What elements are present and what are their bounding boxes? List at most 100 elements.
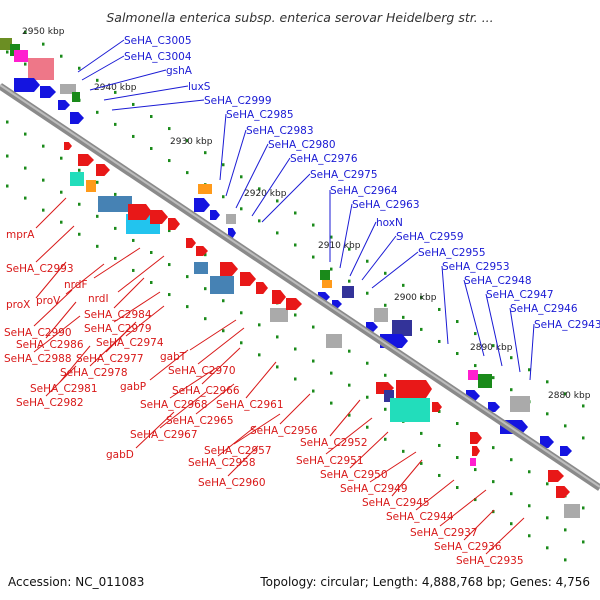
gene-arrow [560, 446, 572, 456]
reverse-gene-label[interactable]: SeHA_C2990 [4, 327, 72, 339]
reverse-gene-label[interactable]: SeHA_C2958 [188, 457, 256, 469]
forward-gene-label[interactable]: SeHA_C2946 [510, 303, 578, 315]
forward-gene-label[interactable]: SeHA_C2955 [418, 247, 486, 259]
reverse-gene-label[interactable]: SeHA_C2951 [296, 455, 364, 467]
forward-gene-label[interactable]: SeHA_C3004 [124, 51, 192, 63]
reverse-gene-label[interactable]: SeHA_C2993 [6, 263, 74, 275]
reverse-gene-label[interactable]: gabP [120, 381, 146, 393]
forward-gene-label[interactable]: SeHA_C2963 [352, 199, 420, 211]
leader-line [35, 225, 75, 263]
forward-gene-label[interactable]: SeHA_C3005 [124, 35, 192, 47]
tick-dot [402, 315, 405, 319]
leader-line [245, 361, 277, 399]
reverse-gene-label[interactable]: SeHA_C2982 [16, 397, 84, 409]
forward-gene-label[interactable]: hoxN [376, 217, 403, 229]
reverse-gene-label[interactable]: SeHA_C2988 [4, 353, 72, 365]
gene-box [322, 280, 332, 288]
tick-dot [132, 134, 135, 138]
leader-line [233, 413, 281, 445]
leader-line [45, 301, 77, 339]
reverse-gene-label[interactable]: SeHA_C2970 [168, 365, 236, 377]
reverse-gene-label[interactable]: SeHA_C2935 [456, 555, 524, 567]
gene-box [210, 276, 234, 294]
gene-arrow [128, 204, 152, 220]
forward-gene-label[interactable]: gshA [166, 65, 193, 77]
tick-dot [492, 344, 495, 348]
reverse-gene-label[interactable]: SeHA_C2945 [362, 497, 430, 509]
reverse-gene-label[interactable]: SeHA_C2965 [166, 415, 234, 427]
forward-gene-label[interactable]: SeHA_C2975 [310, 169, 378, 181]
reverse-gene-label[interactable]: SeHA_C2974 [96, 337, 164, 349]
forward-gene-label[interactable]: SeHA_C2985 [226, 109, 294, 121]
reverse-gene-label[interactable]: gabT [160, 351, 187, 363]
leader-line [251, 157, 291, 217]
gene-arrow [556, 486, 570, 498]
tick-dot [258, 323, 261, 327]
map-title: Salmonella enterica subsp. enterica sero… [106, 10, 493, 25]
reverse-gene-label[interactable]: SeHA_C2961 [216, 399, 284, 411]
reverse-gene-label[interactable]: proX [6, 299, 30, 311]
reverse-gene-label[interactable]: SeHA_C2949 [340, 483, 408, 495]
reverse-gene-label[interactable]: SeHA_C2937 [410, 527, 478, 539]
reverse-gene-label[interactable]: SeHA_C2950 [320, 469, 388, 481]
forward-gene-label[interactable]: SeHA_C2983 [246, 125, 314, 137]
gene-box [320, 270, 330, 280]
forward-gene-label[interactable]: SeHA_C2943 [534, 319, 600, 331]
forward-gene-label[interactable]: SeHA_C2947 [486, 289, 554, 301]
reverse-gene-label[interactable]: SeHA_C2968 [140, 399, 208, 411]
reverse-gene-label[interactable]: SeHA_C2956 [250, 425, 318, 437]
reverse-gene-label[interactable]: mprA [6, 229, 35, 241]
tick-dot [330, 267, 333, 271]
gene-box [468, 370, 478, 380]
tick-dot [168, 159, 171, 163]
reverse-gene-label[interactable]: SeHA_C2960 [198, 477, 266, 489]
gene-arrow [96, 164, 110, 176]
tick-dot [222, 329, 225, 333]
tick-dot [420, 295, 423, 299]
reverse-gene-label[interactable]: SeHA_C2966 [172, 385, 240, 397]
forward-gene-label[interactable]: SeHA_C2959 [396, 231, 464, 243]
tick-dot [78, 66, 81, 70]
gene-box [98, 196, 132, 212]
gene-box [510, 396, 530, 412]
reverse-gene-label[interactable]: SeHA_C2984 [84, 309, 152, 321]
reverse-gene-label[interactable]: SeHA_C2936 [434, 541, 502, 553]
forward-gene-label[interactable]: luxS [188, 81, 211, 93]
tick-dot [546, 380, 549, 384]
tick-dot [168, 229, 171, 233]
reverse-gene-label[interactable]: SeHA_C2981 [30, 383, 98, 395]
forward-gene-label[interactable]: SeHA_C2948 [464, 275, 532, 287]
tick-dot [96, 180, 99, 184]
tick-dot [60, 156, 63, 160]
reverse-gene-label[interactable]: proV [36, 295, 61, 307]
reverse-gene-label[interactable]: SeHA_C2977 [76, 353, 144, 365]
gene-box [478, 374, 492, 388]
tick-dot [564, 558, 567, 562]
reverse-gene-label[interactable]: SeHA_C2952 [300, 437, 368, 449]
reverse-gene-label[interactable]: SeHA_C2978 [60, 367, 128, 379]
reverse-gene-label[interactable]: SeHA_C2967 [130, 429, 198, 441]
reverse-gene-label[interactable]: nrdI [88, 293, 109, 305]
reverse-gene-label[interactable]: gabD [106, 449, 134, 461]
gene-arrow [14, 78, 40, 92]
tick-dot [204, 287, 207, 291]
gene-arrow [470, 432, 482, 444]
reverse-gene-label[interactable]: SeHA_C2944 [386, 511, 454, 523]
forward-gene-label[interactable]: SeHA_C2964 [330, 185, 398, 197]
reverse-gene-label[interactable]: SeHA_C2986 [16, 339, 84, 351]
forward-gene-label[interactable]: SeHA_C2976 [290, 153, 358, 165]
tick-dot [294, 211, 297, 215]
leader-line [349, 221, 377, 277]
leader-line [93, 247, 141, 279]
forward-gene-label[interactable]: SeHA_C2980 [268, 139, 336, 151]
reverse-gene-label[interactable]: SeHA_C2979 [84, 323, 152, 335]
tick-dot [546, 412, 549, 416]
reverse-gene-label[interactable]: SeHA_C2957 [204, 445, 272, 457]
tick-dot [240, 207, 243, 211]
reverse-gene-label[interactable]: nrdF [64, 279, 88, 291]
gene-box [470, 458, 476, 466]
forward-gene-label[interactable]: SeHA_C2999 [204, 95, 272, 107]
gene-arrow [70, 112, 84, 124]
forward-gene-label[interactable]: SeHA_C2953 [442, 261, 510, 273]
gene-box [72, 92, 80, 102]
